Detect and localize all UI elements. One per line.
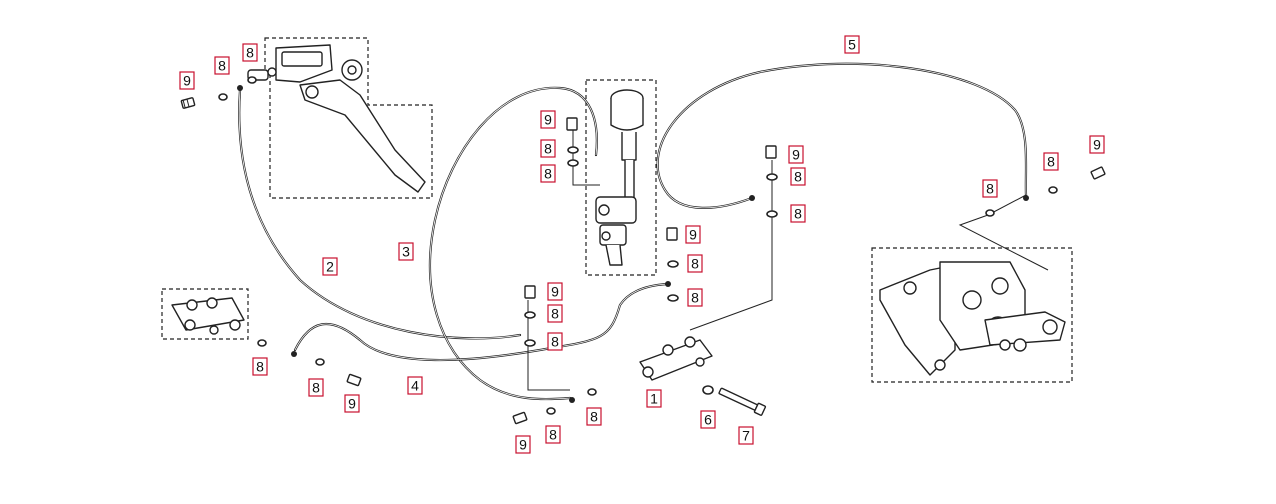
- svg-text:1: 1: [650, 391, 658, 407]
- svg-text:9: 9: [519, 437, 527, 453]
- svg-text:3: 3: [402, 244, 410, 260]
- callout-8: 8: [982, 179, 998, 198]
- brake-hoses: [238, 62, 1028, 401]
- callout-5: 5: [844, 35, 860, 54]
- svg-text:8: 8: [544, 141, 552, 157]
- callout-7: 7: [738, 426, 754, 445]
- central-junction-valve: [639, 336, 713, 381]
- callouts: 1 2 3 4 5 6 7 8 8 8 8 8 8 8 8 8 8 8 8 8 …: [179, 35, 1105, 454]
- banjo-bolt: [512, 411, 528, 425]
- callout-9: 9: [179, 71, 195, 90]
- svg-text:8: 8: [218, 58, 226, 74]
- callout-8: 8: [540, 139, 556, 158]
- rear-master-cylinder-outline: [585, 79, 657, 276]
- callout-8: 8: [790, 167, 806, 186]
- svg-text:8: 8: [256, 359, 264, 375]
- callout-6: 6: [700, 410, 716, 429]
- callout-8: 8: [308, 378, 324, 397]
- callout-9: 9: [540, 110, 556, 129]
- callout-9: 9: [515, 435, 531, 454]
- callout-1: 1: [646, 389, 662, 408]
- callout-8: 8: [687, 288, 703, 307]
- brake-caliper-outline: [871, 247, 1073, 383]
- sealing-washers: [218, 76, 1058, 415]
- svg-text:9: 9: [792, 147, 800, 163]
- callout-9: 9: [685, 225, 701, 244]
- svg-text:8: 8: [246, 45, 254, 61]
- callout-3: 3: [398, 242, 414, 261]
- callout-2: 2: [322, 257, 338, 276]
- callout-8: 8: [545, 425, 561, 444]
- svg-text:8: 8: [312, 380, 320, 396]
- svg-text:8: 8: [794, 206, 802, 222]
- callout-8: 8: [586, 407, 602, 426]
- left-junction-block: [171, 297, 245, 335]
- svg-text:9: 9: [183, 73, 191, 89]
- callout-8: 8: [547, 304, 563, 323]
- callout-8: 8: [252, 357, 268, 376]
- brake-hose-3: [428, 86, 598, 401]
- svg-text:8: 8: [544, 166, 552, 182]
- brake-hose-4: [293, 282, 670, 362]
- svg-text:9: 9: [544, 112, 552, 128]
- callout-8: 8: [790, 204, 806, 223]
- callout-8: 8: [214, 56, 230, 75]
- brake-caliper: [879, 261, 1066, 376]
- front-master-cylinder: [247, 44, 426, 193]
- svg-text:7: 7: [742, 428, 750, 444]
- banjo-bolt: [524, 285, 536, 299]
- svg-text:9: 9: [1093, 137, 1101, 153]
- callout-8: 8: [687, 254, 703, 273]
- svg-text:8: 8: [1047, 154, 1055, 170]
- svg-text:9: 9: [348, 396, 356, 412]
- callout-4: 4: [407, 376, 423, 395]
- svg-text:8: 8: [691, 256, 699, 272]
- svg-text:9: 9: [689, 227, 697, 243]
- svg-text:4: 4: [411, 378, 419, 394]
- leader-lines: [527, 125, 1049, 391]
- svg-text:5: 5: [848, 37, 856, 53]
- banjo-bolt: [1090, 166, 1106, 180]
- svg-text:8: 8: [794, 169, 802, 185]
- callout-9: 9: [547, 282, 563, 301]
- callout-9: 9: [1089, 135, 1105, 154]
- banjo-bolts: [180, 97, 1106, 425]
- svg-text:8: 8: [549, 427, 557, 443]
- callout-9: 9: [788, 145, 804, 164]
- rear-master-cylinder: [595, 89, 644, 266]
- callout-8: 8: [1043, 152, 1059, 171]
- long-bolt: [718, 387, 767, 416]
- callout-8: 8: [242, 43, 258, 62]
- banjo-bolt: [180, 97, 196, 109]
- banjo-bolt: [566, 117, 578, 131]
- svg-text:2: 2: [326, 259, 334, 275]
- callout-9: 9: [344, 394, 360, 413]
- brake-hose-5: [656, 62, 1028, 209]
- svg-text:8: 8: [590, 409, 598, 425]
- svg-text:6: 6: [704, 412, 712, 428]
- svg-text:8: 8: [691, 290, 699, 306]
- callout-8: 8: [540, 164, 556, 183]
- banjo-bolt: [666, 227, 678, 241]
- svg-text:8: 8: [986, 181, 994, 197]
- svg-text:9: 9: [551, 284, 559, 300]
- svg-text:8: 8: [551, 306, 559, 322]
- banjo-bolt: [346, 373, 362, 387]
- left-caliper-block-outline: [161, 288, 249, 340]
- svg-text:8: 8: [551, 334, 559, 350]
- banjo-bolt: [765, 145, 777, 159]
- callout-8: 8: [547, 332, 563, 351]
